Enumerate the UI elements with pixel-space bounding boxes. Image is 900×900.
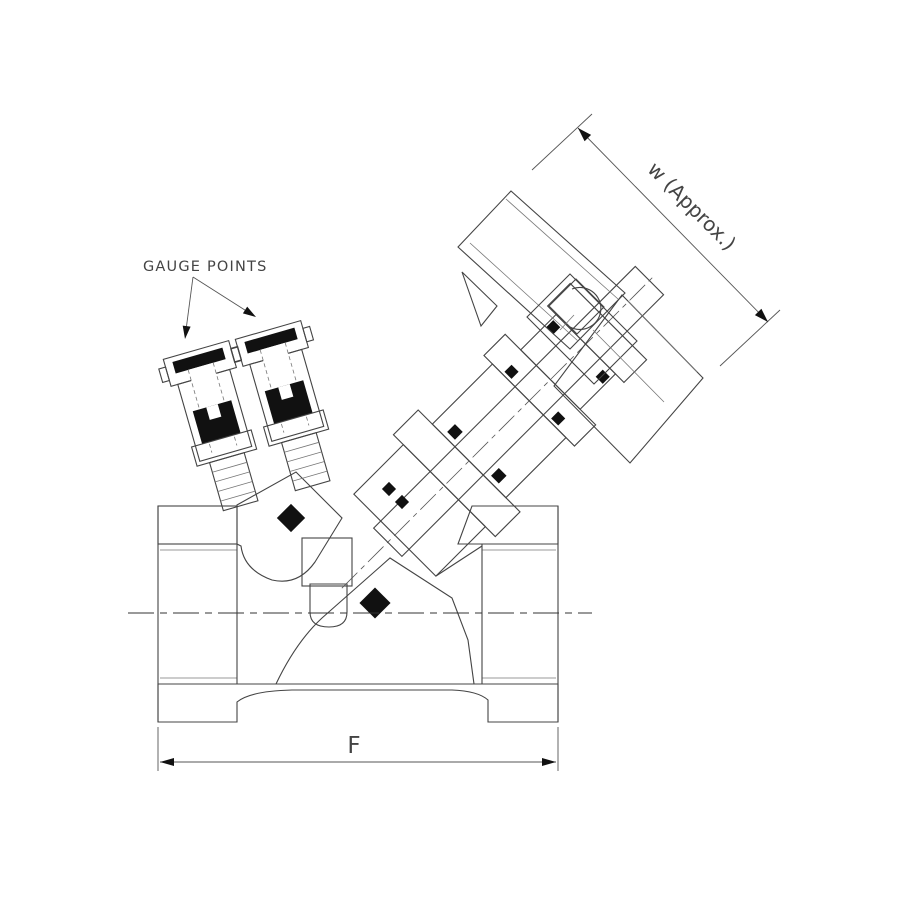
dimension-arrow bbox=[754, 308, 768, 322]
knob-wing-taper bbox=[461, 271, 498, 328]
gauge-points-callout: GAUGE POINTS bbox=[143, 259, 268, 339]
right-port bbox=[481, 506, 559, 722]
dimension-arrow bbox=[160, 758, 174, 766]
knob-stem-boss bbox=[548, 278, 605, 335]
left-port-top-wall bbox=[157, 505, 238, 545]
seat-bridge bbox=[275, 557, 475, 685]
gauge-fitting-right bbox=[230, 319, 331, 492]
dimension-f: F bbox=[157, 727, 559, 771]
small-seal bbox=[381, 481, 397, 497]
gauge-check-seal bbox=[192, 400, 241, 444]
gauge-boss-shoulder bbox=[236, 471, 343, 582]
bonnet-body-seal bbox=[276, 503, 306, 533]
knob-skirt bbox=[553, 294, 704, 464]
stem-seal bbox=[447, 424, 463, 440]
stem-seal bbox=[504, 364, 519, 379]
stem-seal bbox=[595, 369, 610, 384]
leader-arrow bbox=[182, 325, 191, 339]
gauge-points-label: GAUGE POINTS bbox=[143, 259, 268, 275]
stem-centerline bbox=[341, 276, 654, 589]
extension-line bbox=[531, 113, 593, 171]
valve-body bbox=[157, 471, 559, 723]
knob-wing bbox=[457, 190, 626, 350]
pocket-slope-line bbox=[435, 545, 483, 577]
knob bbox=[457, 190, 704, 464]
gauge-cap-seal bbox=[244, 327, 298, 354]
gauge-stem bbox=[208, 452, 259, 512]
leader-arrow bbox=[242, 306, 256, 317]
plug-carrier bbox=[301, 537, 353, 587]
seat-seal bbox=[359, 587, 391, 619]
dimension-arrow bbox=[578, 128, 592, 142]
left-port bbox=[157, 506, 238, 722]
dimension-arrow bbox=[542, 758, 556, 766]
dimension-line bbox=[577, 127, 769, 323]
extension-line bbox=[719, 309, 781, 367]
dimension-f-label: F bbox=[347, 733, 360, 759]
dimension-w-label: w (Approx.) bbox=[643, 157, 741, 255]
stem-seal bbox=[551, 411, 566, 426]
gauge-check-seal bbox=[264, 380, 313, 424]
gauge-cap-seal bbox=[172, 347, 226, 374]
knob-rotation-arc bbox=[569, 286, 602, 331]
body-bottom-wall bbox=[157, 683, 559, 723]
plug-disc bbox=[309, 583, 348, 628]
small-seal bbox=[394, 494, 410, 510]
stem-seal bbox=[491, 467, 507, 484]
gauge-fitting-left bbox=[158, 339, 259, 512]
gauge-stem bbox=[280, 432, 331, 492]
bonnet-assembly bbox=[341, 265, 665, 589]
